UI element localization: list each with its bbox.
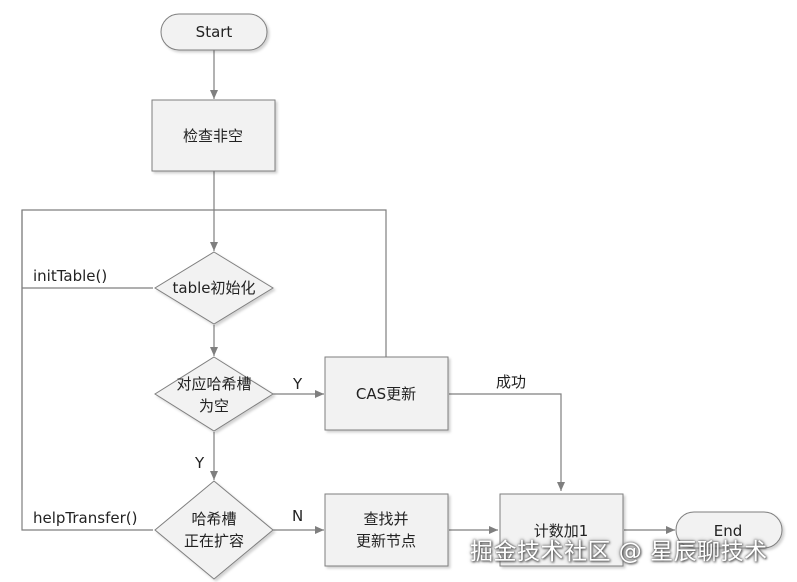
yes-down-label: Y xyxy=(194,454,205,472)
count-add-label: 计数加1 xyxy=(534,522,589,540)
find-update-label-line2: 更新节点 xyxy=(356,532,416,550)
cas-update-box xyxy=(324,356,449,431)
init-table-label: initTable() xyxy=(33,267,107,285)
start-label: Start xyxy=(196,23,233,41)
check-non-null-label: 检查非空 xyxy=(183,127,243,145)
table-init-label: table初始化 xyxy=(173,279,256,297)
resizing-decision xyxy=(154,480,274,580)
count-add-box xyxy=(499,493,624,567)
edge-cas-retry-loop xyxy=(21,209,387,490)
end-label: End xyxy=(714,522,743,540)
success-label: 成功 xyxy=(496,373,526,391)
table-init-decision xyxy=(154,251,274,325)
resizing-label-line2: 正在扩容 xyxy=(184,532,244,550)
edge-loop-back xyxy=(21,210,153,531)
slot-empty-decision xyxy=(154,356,274,432)
help-transfer-label: helpTransfer() xyxy=(33,509,137,527)
yes-cas-label: Y xyxy=(292,375,303,393)
check-non-null-box xyxy=(151,99,276,172)
slot-empty-label-line2: 为空 xyxy=(199,397,229,415)
cas-update-label: CAS更新 xyxy=(356,385,416,403)
slot-empty-label-line1: 对应哈希槽 xyxy=(176,375,251,393)
resizing-label-line1: 哈希槽 xyxy=(191,510,236,528)
start-terminal xyxy=(160,13,268,51)
end-terminal xyxy=(675,511,783,549)
watermark: 掘金技术社区 @ 星辰聊技术 xyxy=(470,539,768,565)
edge-cas-success xyxy=(449,393,565,491)
find-update-label-line1: 查找并 xyxy=(363,510,408,528)
no-find-label: N xyxy=(292,507,303,525)
find-update-box xyxy=(324,493,449,567)
